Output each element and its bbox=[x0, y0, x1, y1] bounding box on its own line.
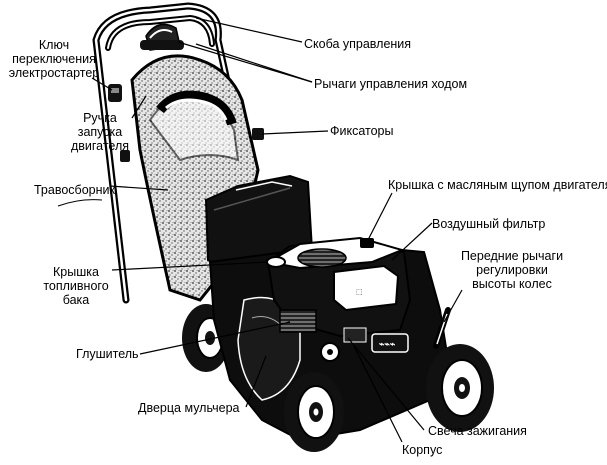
drive-levers bbox=[140, 23, 184, 51]
label-height-levers: Передние рычаги регулировки высоты колес bbox=[452, 249, 572, 291]
label-starter-handle: Ручка запуска двигателя bbox=[62, 111, 138, 153]
label-oil-cap: Крышка с масляным щупом двигателя bbox=[388, 178, 607, 192]
label-start-key-line3: электростартер bbox=[8, 66, 100, 80]
label-spark-plug: Свеча зажигания bbox=[428, 424, 527, 438]
label-height-levers-line1: Передние рычаги bbox=[460, 249, 564, 263]
label-starter-handle-line3: двигателя bbox=[70, 139, 130, 153]
label-drive-levers: Рычаги управления ходом bbox=[314, 77, 468, 91]
svg-text:⬚: ⬚ bbox=[356, 289, 363, 296]
label-fuel-cap: Крышка топливного бака bbox=[36, 265, 116, 307]
handle-clamps bbox=[120, 128, 264, 162]
label-start-key-line1: Ключ bbox=[38, 38, 70, 52]
label-air-filter: Воздушный фильтр bbox=[432, 217, 546, 231]
label-fuel-cap-line3: бака bbox=[62, 293, 90, 307]
label-housing: Корпус bbox=[402, 443, 443, 457]
leader-lines bbox=[91, 17, 463, 443]
label-handle: Скоба управления bbox=[304, 37, 412, 51]
label-height-levers-line3: высоты колес bbox=[472, 277, 552, 291]
front-right-wheel bbox=[426, 344, 494, 432]
label-clamps: Фиксаторы bbox=[330, 124, 394, 138]
label-fuel-cap-line1: Крышка bbox=[53, 265, 99, 279]
label-fuel-cap-line2: топливного bbox=[43, 279, 109, 293]
label-start-key-line2: переключения bbox=[12, 52, 96, 66]
ignition-key-box bbox=[108, 84, 122, 102]
label-muffler: Глушитель bbox=[76, 347, 139, 361]
fuel-cap bbox=[266, 256, 286, 268]
pen-mark bbox=[57, 199, 103, 207]
front-left-wheel bbox=[284, 372, 344, 452]
label-starter-handle-line2: запуска bbox=[77, 125, 123, 139]
label-height-levers-line2: регулировки bbox=[476, 263, 548, 277]
label-mulch-door: Дверца мульчера bbox=[138, 401, 240, 415]
label-grass-bag: Травосборник bbox=[34, 183, 115, 197]
svg-text:⌁⌁⌁: ⌁⌁⌁ bbox=[379, 339, 396, 349]
engine: ⬚ ⌁⌁⌁ bbox=[265, 236, 412, 362]
label-start-key: Ключ переключения электростартер bbox=[4, 38, 104, 80]
label-starter-handle-line1: Ручка bbox=[83, 111, 117, 125]
